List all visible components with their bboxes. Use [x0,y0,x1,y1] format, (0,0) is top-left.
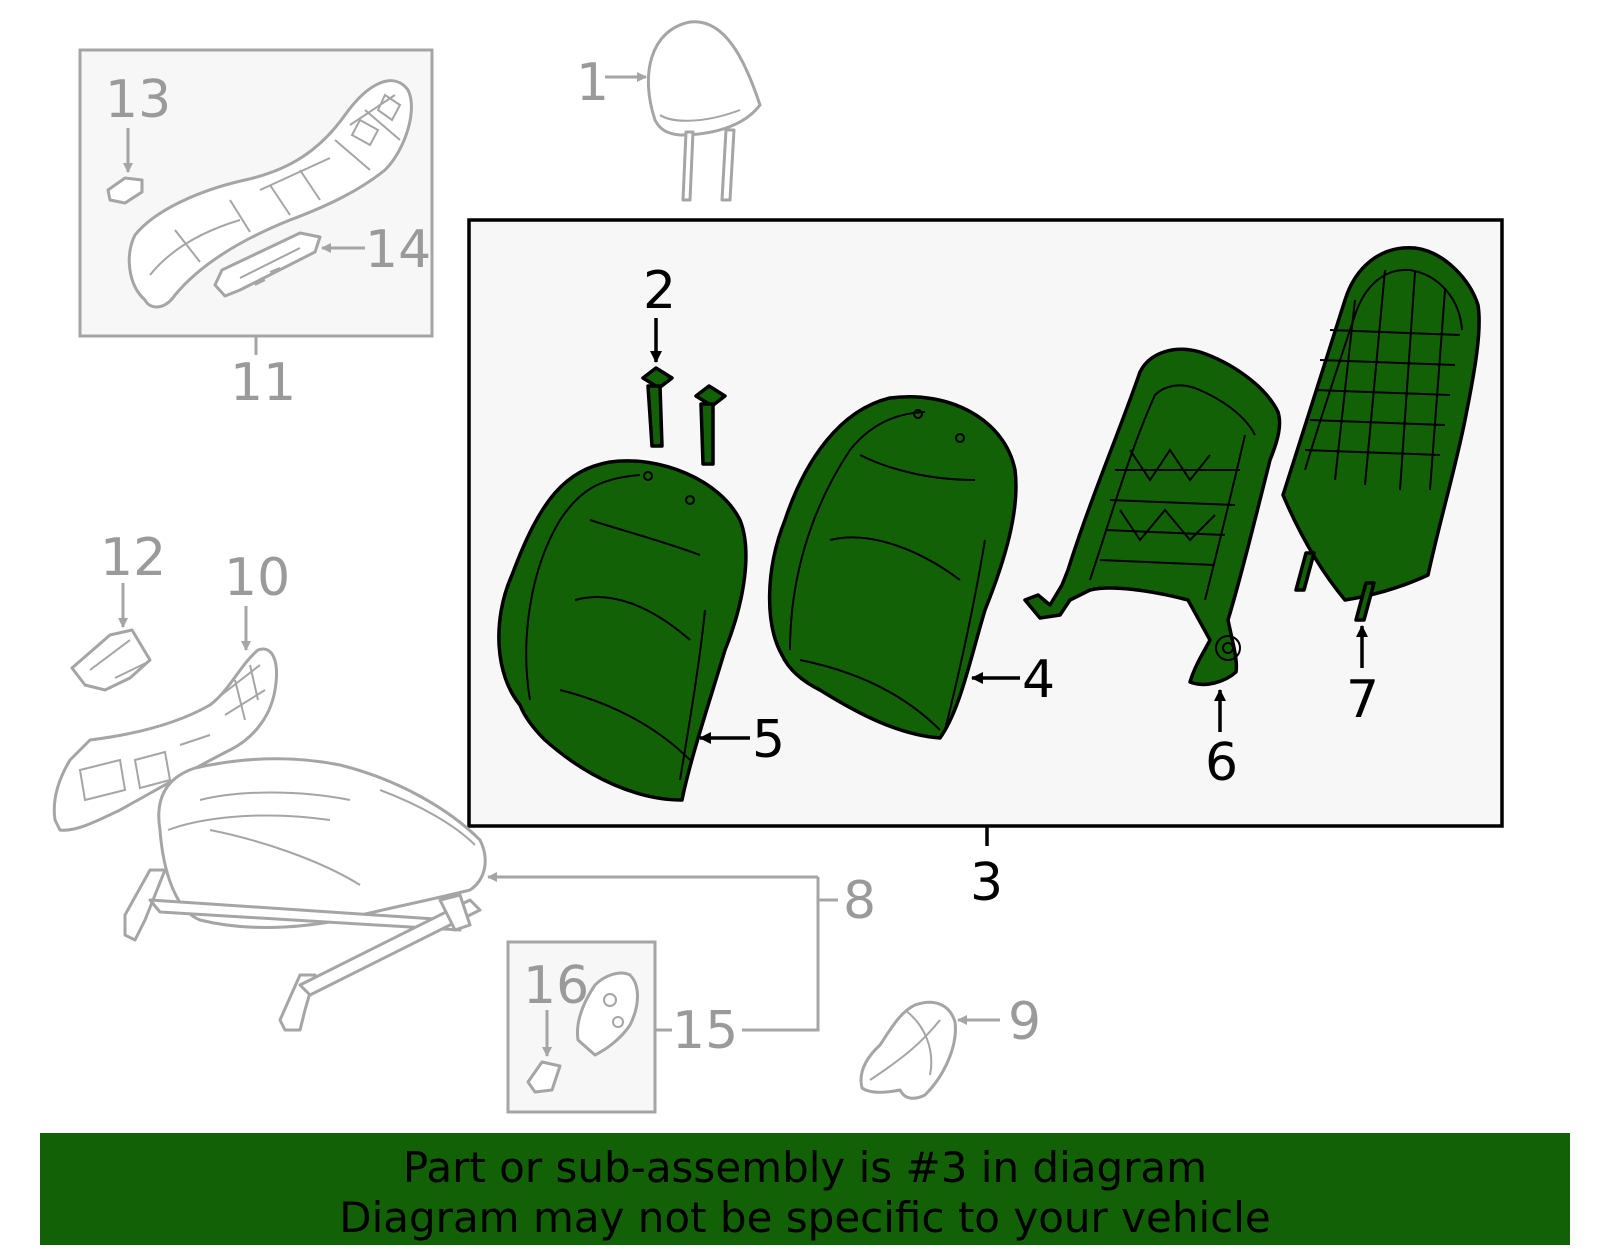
part-12[interactable] [70,628,152,692]
leader-8 [742,877,820,1032]
seat-back-cover-part-5[interactable] [497,459,748,802]
bracket-part-15[interactable] [575,971,639,1057]
callout-1: 1 [576,53,609,113]
seat-back-frame-part-6[interactable] [1023,347,1282,687]
headrest-part-1[interactable] [647,20,762,202]
side-shield-part-10[interactable] [52,647,278,832]
callout-7: 7 [1346,670,1379,730]
seat-back-board-part-7[interactable] [1281,246,1481,622]
callout-10: 10 [224,548,290,608]
seat-cushion-part-8[interactable] [123,757,487,1032]
callout-3: 3 [970,853,1003,913]
callout-15: 15 [672,1001,738,1061]
callout-9: 9 [1008,992,1041,1052]
part-14[interactable] [213,231,322,298]
callout-5: 5 [752,710,785,770]
part-13[interactable] [106,176,144,205]
cover-part-9[interactable] [859,1000,957,1100]
seat-back-pad-part-4[interactable] [767,395,1018,740]
seat-frame-part-11[interactable] [127,79,413,309]
callout-8: 8 [843,871,876,931]
callout-14: 14 [365,220,431,280]
banner-line-1: Part or sub-assembly is #3 in diagram [402,1143,1208,1192]
callout-16: 16 [523,956,589,1016]
callout-6: 6 [1205,733,1238,793]
callout-13: 13 [105,70,171,130]
headrest-guide-part-2[interactable] [641,366,727,466]
callout-4: 4 [1022,650,1055,710]
callout-11: 11 [230,353,296,413]
callout-2: 2 [643,261,676,321]
info-banner: Part or sub-assembly is #3 in diagram Di… [40,1133,1570,1245]
part-16[interactable] [526,1060,562,1094]
banner-line-2: Diagram may not be specific to your vehi… [339,1193,1271,1242]
callout-12: 12 [100,528,166,588]
